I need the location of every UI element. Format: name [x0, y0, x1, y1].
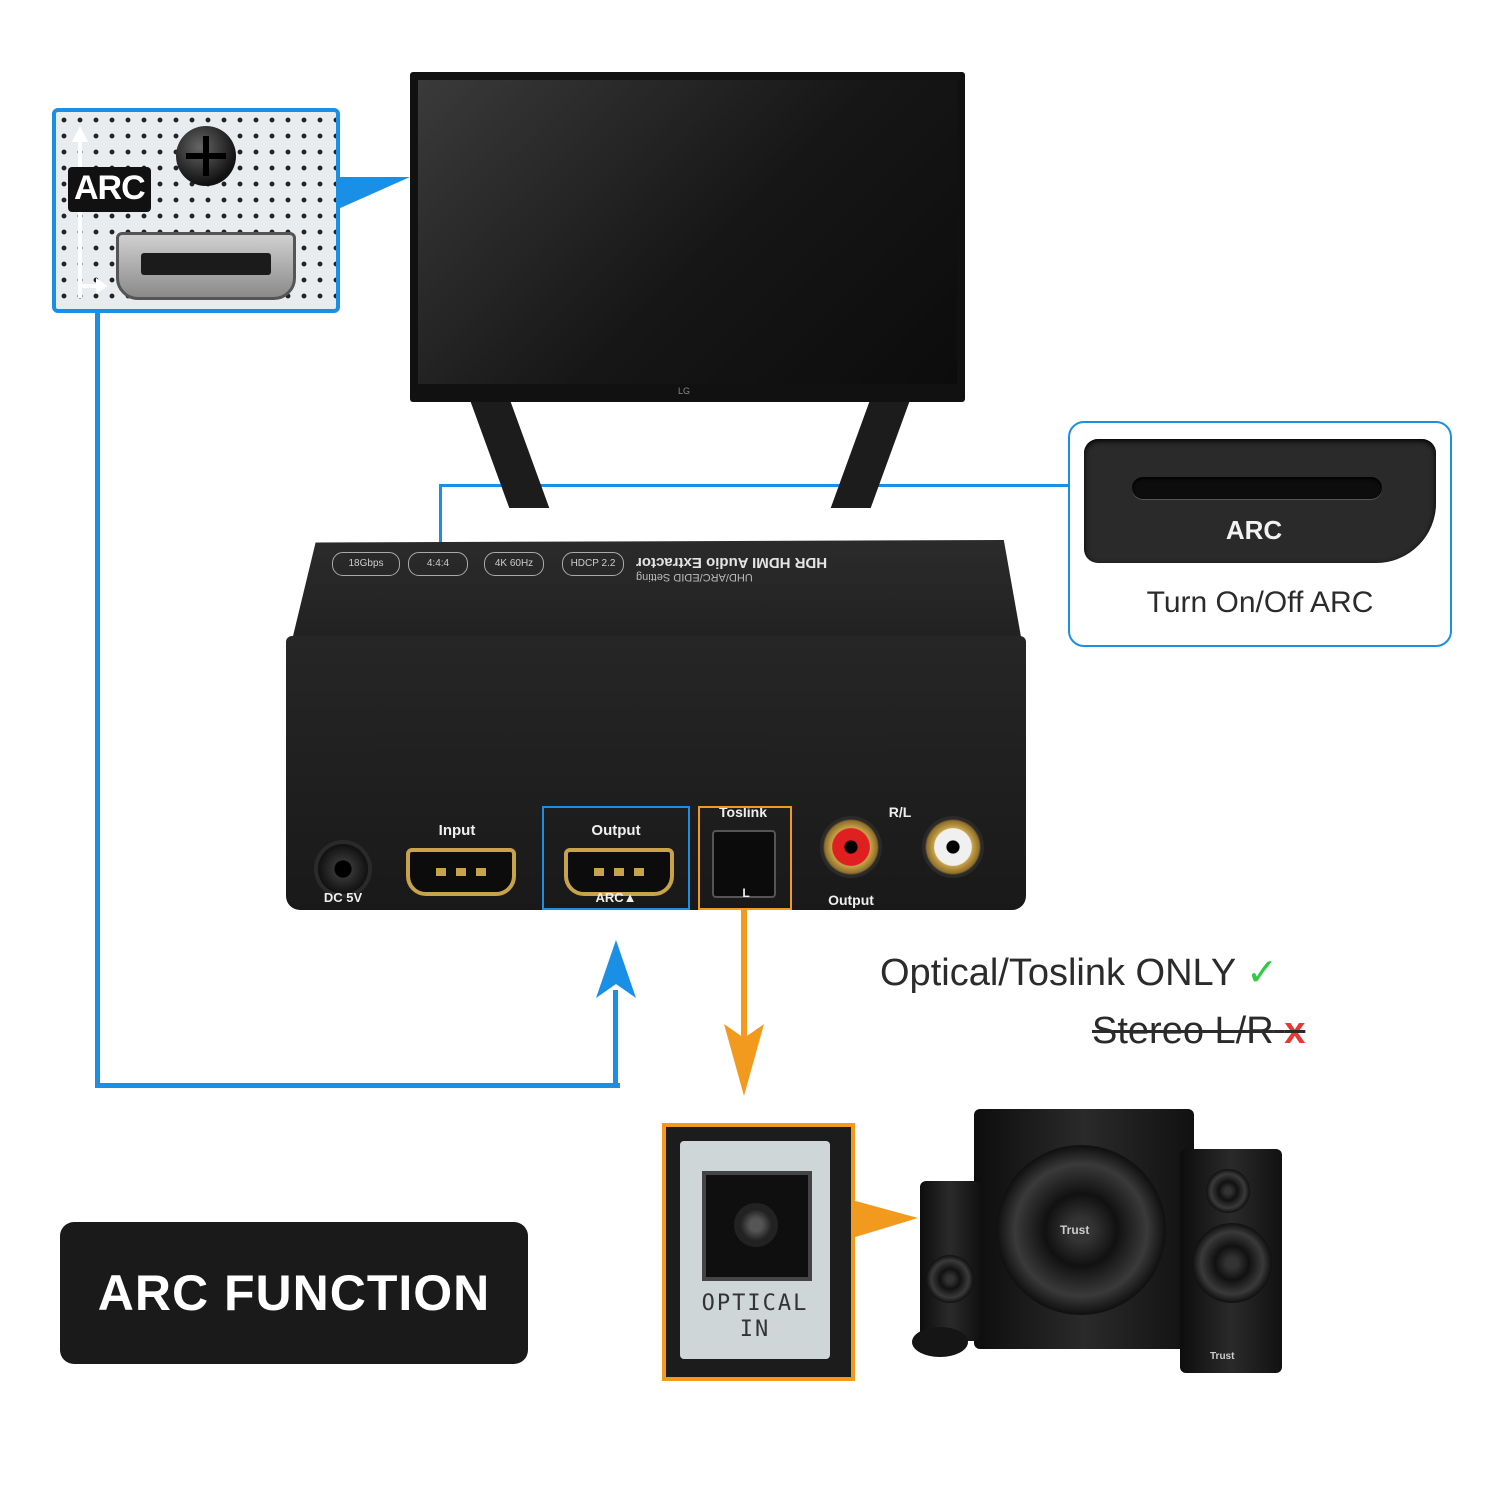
optical-jack-icon	[702, 1171, 812, 1281]
dc-label: DC 5V	[323, 890, 363, 905]
device-name: HDR HDMI Audio Extractor	[636, 554, 828, 571]
dc-power-jack[interactable]	[314, 840, 372, 898]
blue-connector-vertical-left	[95, 313, 100, 1088]
toslink-label: Toslink	[719, 804, 767, 820]
arc-function-badge: ARC FUNCTION	[60, 1222, 528, 1364]
rl-label: R/L	[888, 804, 912, 820]
l-marker: L	[742, 886, 750, 900]
arc-arrows-icon	[72, 126, 108, 298]
orange-arrow-down-icon	[724, 1024, 764, 1096]
arc-switch-slider[interactable]	[1132, 477, 1382, 499]
optical-label-line1: OPTICAL	[701, 1291, 809, 1316]
blue-arrow-up-icon	[596, 940, 636, 998]
toslink-highlight-box	[698, 806, 792, 910]
left-satellite-cone-icon	[926, 1255, 974, 1303]
arc-port-badge: ARC	[68, 167, 151, 212]
device-title: UHD/ARC/EDID Setting HDR HDMI Audio Extr…	[636, 554, 976, 583]
subwoofer-brand: Trust	[1060, 1223, 1090, 1237]
blue-switch-connector-horizontal	[439, 484, 1069, 487]
speaker-system: Trust Trust	[910, 1105, 1290, 1380]
toslink-port[interactable]	[712, 830, 776, 898]
right-satellite-tweeter-icon	[1206, 1169, 1250, 1213]
blue-callout-pointer	[338, 177, 410, 209]
tv-frame	[410, 72, 965, 402]
blue-connector-horizontal	[95, 1083, 620, 1088]
tv-stand-left	[470, 402, 550, 508]
cross-icon: x	[1284, 1010, 1306, 1052]
optical-port-plate: OPTICAL IN	[680, 1141, 830, 1359]
optical-only-text: Optical/Toslink ONLY	[880, 952, 1236, 994]
tv-screen	[418, 80, 957, 384]
hdmi-input-port[interactable]	[406, 848, 516, 896]
stereo-note: Stereo L/R x	[1092, 1010, 1305, 1053]
arc-switch-caption: Turn On/Off ARC	[1146, 586, 1374, 619]
checkmark-icon: ✓	[1246, 952, 1278, 994]
rca-right-red[interactable]	[820, 816, 882, 878]
arc-switch-callout: ARC Turn On/Off ARC	[1068, 421, 1452, 647]
audio-output-label: Output	[828, 892, 874, 908]
blue-switch-connector-vertical	[439, 484, 442, 546]
output-highlight-box	[542, 806, 690, 910]
orange-callout-pointer	[852, 1200, 918, 1238]
arc-switch-panel: ARC	[1084, 439, 1436, 563]
optical-port-callout: OPTICAL IN	[662, 1123, 855, 1381]
optical-in-label: OPTICAL IN	[680, 1291, 830, 1343]
pill-hdcp: HDCP 2.2	[562, 552, 624, 576]
arc-switch-label: ARC	[1225, 515, 1283, 545]
subwoofer-cone-icon	[996, 1145, 1166, 1315]
arc-output-label: ARC▲	[595, 890, 637, 905]
pill-444: 4:4:4	[408, 552, 468, 576]
arc-port-callout: ARC	[52, 108, 340, 313]
tv-stand-right	[830, 402, 910, 508]
input-label: Input	[438, 822, 476, 839]
screw-icon	[176, 126, 236, 186]
hdmi-output-port[interactable]	[564, 848, 674, 896]
right-satellite-cone-icon	[1192, 1223, 1272, 1303]
blue-connector-vertical-right	[613, 990, 618, 1088]
hdmi-port-icon	[116, 232, 296, 300]
output-label: Output	[591, 822, 641, 839]
television: LG	[410, 72, 965, 508]
optical-label-line2: IN	[739, 1317, 771, 1342]
optical-only-note: Optical/Toslink ONLY ✓	[880, 950, 1278, 995]
tv-logo: LG	[678, 386, 691, 396]
satellite-brand: Trust	[1210, 1351, 1235, 1362]
volume-puck[interactable]	[912, 1327, 968, 1357]
pill-18gbps: 18Gbps	[332, 552, 400, 576]
device-subtitle: UHD/ARC/EDID Setting	[636, 571, 753, 583]
stereo-text: Stereo L/R	[1092, 1010, 1274, 1052]
orange-connector-vertical	[741, 908, 747, 1048]
pill-4k60: 4K 60Hz	[484, 552, 544, 576]
hdmi-audio-extractor: 18Gbps 4:4:4 4K 60Hz HDCP 2.2 UHD/ARC/ED…	[286, 540, 1026, 910]
rca-left-white[interactable]	[922, 816, 984, 878]
